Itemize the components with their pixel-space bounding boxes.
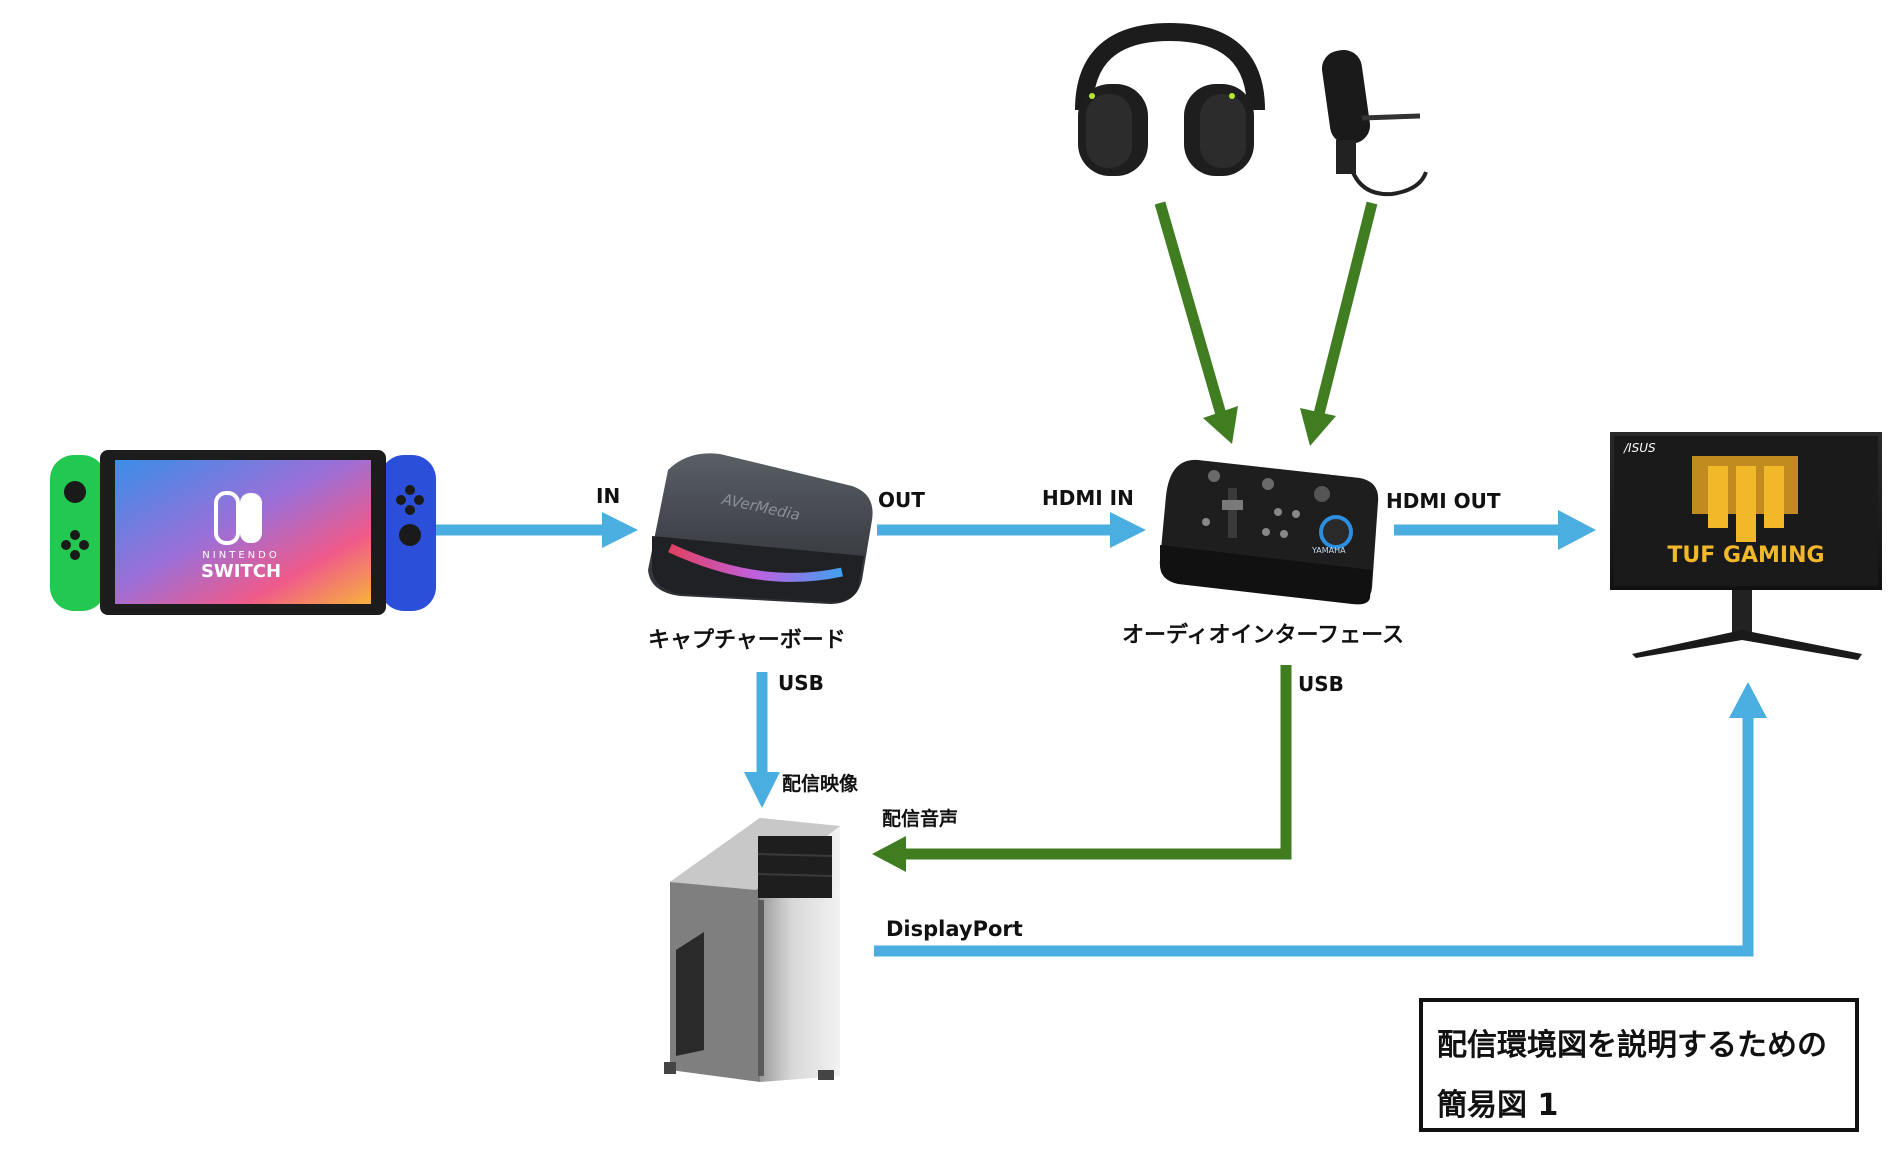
edge-interface-to-monitor [1394,510,1596,550]
edge-headphones-to-interface [1154,201,1238,444]
monitor-logo: TUF GAMING [1667,543,1824,568]
edge-capture-to-pc [744,672,780,808]
label-audio-interface: オーディオインターフェース [1122,622,1404,648]
monitor-icon: TUF GAMING /ISUS [1610,432,1882,660]
label-stream-video: 配信映像 [782,772,859,795]
edge-mic-to-interface [1300,201,1378,446]
label-hdmi-out: HDMI OUT [1386,489,1501,513]
edge-interface-to-pc [872,665,1292,872]
interface-brand: YAMAHA [1311,546,1346,555]
switch-logo-bottom: SWITCH [201,561,281,582]
edge-pc-to-monitor [874,682,1767,957]
audio-interface-icon: YAMAHA [1159,459,1379,605]
caption-box: 配信環境図を説明するための 簡易図 1 [1419,998,1859,1132]
label-interface-usb: USB [1298,672,1344,696]
switch-logo-top: NINTENDO [202,550,279,561]
label-capture-usb: USB [778,671,824,695]
monitor-brand: /ISUS [1623,441,1656,455]
label-out: OUT [878,488,925,512]
pc-tower-icon [664,818,840,1082]
edge-capture-to-interface [877,512,1146,548]
edge-switch-to-capture [430,512,638,548]
caption-line-1: 配信環境図を説明するための [1437,1028,1827,1063]
headphones-icon [1075,22,1265,176]
label-stream-audio: 配信音声 [882,807,958,830]
capture-board-icon: AVerMedia [648,453,873,604]
label-in: IN [596,484,620,508]
label-capture-board: キャプチャーボード [648,628,846,653]
label-displayport: DisplayPort [886,917,1023,941]
nintendo-switch-icon: NINTENDO SWITCH [50,450,436,615]
microphone-icon [1321,50,1428,197]
caption-line-2: 簡易図 1 [1437,1088,1559,1123]
label-hdmi-in: HDMI IN [1042,486,1134,510]
